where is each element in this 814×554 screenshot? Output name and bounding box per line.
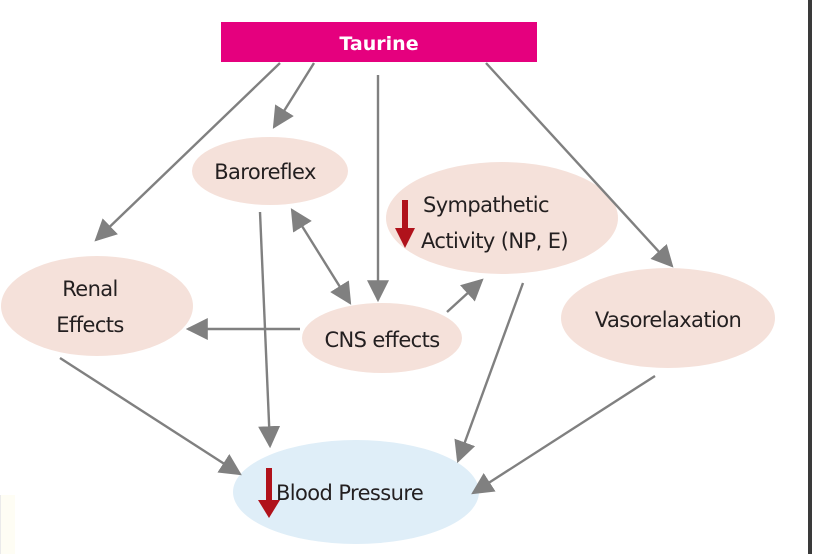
title-box: Taurine bbox=[221, 22, 537, 62]
edge-sympathetic-to-blood-pressure bbox=[454, 282, 525, 464]
title-label: Taurine bbox=[339, 33, 418, 55]
node-baroreflex-shape bbox=[192, 137, 348, 205]
node-renal-label-line1: Renal bbox=[62, 277, 118, 301]
left-edge-strip bbox=[0, 495, 15, 554]
node-sympathetic-label-line1: Sympathetic bbox=[423, 193, 549, 217]
node-sympathetic-shape bbox=[386, 162, 618, 274]
node-vasorelaxation-label: Vasorelaxation bbox=[595, 308, 741, 332]
node-sympathetic-activity: Sympathetic Activity (NP, E) bbox=[386, 162, 618, 274]
edge-taurine-to-renal bbox=[94, 62, 281, 242]
node-cns-shape bbox=[302, 303, 462, 373]
node-blood-pressure: Blood Pressure bbox=[233, 440, 479, 544]
node-blood-pressure-shape bbox=[233, 440, 479, 544]
node-baroreflex-label: Baroreflex bbox=[214, 160, 316, 184]
node-sympathetic-label-line2: Activity (NP, E) bbox=[421, 229, 568, 253]
edge-renal-to-blood-pressure bbox=[59, 356, 242, 476]
right-frame-border bbox=[808, 0, 812, 554]
node-vasorelaxation: Vasorelaxation bbox=[561, 268, 775, 368]
node-cns-effects: CNS effects bbox=[302, 303, 462, 373]
node-blood-pressure-label: Blood Pressure bbox=[276, 481, 423, 505]
node-baroreflex: Baroreflex bbox=[192, 137, 348, 205]
node-cns-label: CNS effects bbox=[324, 328, 439, 352]
edge-vasorelaxation-to-blood-pressure bbox=[471, 374, 656, 495]
edge-taurine-to-vasorelaxation bbox=[485, 62, 674, 268]
decrease-arrow-icon bbox=[258, 468, 280, 518]
edge-baroreflex-to-blood-pressure bbox=[258, 211, 281, 449]
decrease-arrow-icon bbox=[395, 200, 415, 248]
node-renal-shape bbox=[1, 256, 193, 356]
edge-taurine-to-baroreflex bbox=[272, 62, 316, 129]
node-renal-label-line2: Effects bbox=[56, 313, 124, 337]
node-renal-effects: Renal Effects bbox=[1, 256, 193, 356]
edge-baroreflex-cns-bidirectional bbox=[290, 208, 352, 305]
title-box-bg bbox=[221, 22, 537, 62]
node-vasorelaxation-shape bbox=[561, 268, 775, 368]
edge-cns-to-sympathetic bbox=[446, 278, 484, 313]
